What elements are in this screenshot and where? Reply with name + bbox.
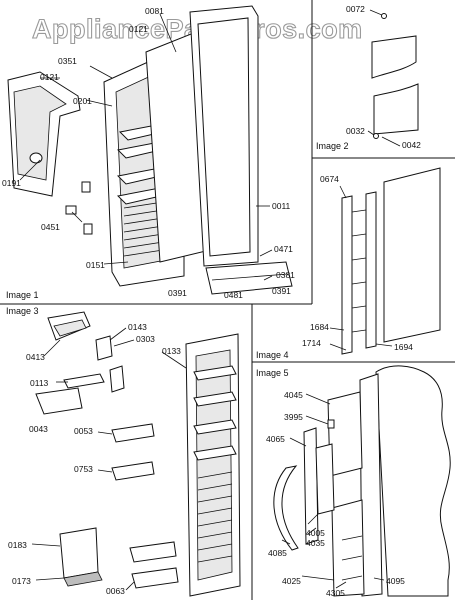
label-0043: 0043 xyxy=(29,424,48,434)
label-0113: 0113 xyxy=(30,378,49,388)
label-0201: 0201 xyxy=(73,96,92,106)
bottom-trim xyxy=(205,261,293,295)
label-1694: 1694 xyxy=(394,342,413,352)
image3-title: Image 3 xyxy=(6,306,39,316)
label-0151: 0151 xyxy=(86,260,105,270)
label-0042: 0042 xyxy=(402,140,421,150)
label-4305: 4305 xyxy=(326,588,345,598)
door-bin-0753 xyxy=(111,461,155,481)
label-0451: 0451 xyxy=(41,222,60,232)
label-0143: 0143 xyxy=(128,322,147,332)
label-0081: 0081 xyxy=(145,6,164,16)
label-0063: 0063 xyxy=(106,586,125,596)
gasket-corner-lower xyxy=(373,83,419,135)
label-0674: 0674 xyxy=(320,174,339,184)
label-0381: 0381 xyxy=(276,270,295,280)
label-0053: 0053 xyxy=(74,426,93,436)
label-0011: 0011 xyxy=(272,201,291,211)
spring-clip xyxy=(65,205,77,215)
label-0191: 0191 xyxy=(2,178,21,188)
door-handle xyxy=(273,465,299,551)
door-bin-0053 xyxy=(111,423,155,443)
label-1684: 1684 xyxy=(310,322,329,332)
label-1714: 1714 xyxy=(302,338,321,348)
door-bin-0063a xyxy=(129,541,177,563)
image1-parts xyxy=(7,5,293,295)
label-0133: 0133 xyxy=(162,346,181,356)
freezer-lower-grid xyxy=(197,471,233,563)
freezer-shelves xyxy=(193,365,237,461)
image2-title: Image 2 xyxy=(316,141,349,151)
cabinet-side xyxy=(375,365,451,597)
ice-bin xyxy=(59,527,99,579)
label-0481: 0481 xyxy=(224,290,243,300)
image5-title: Image 5 xyxy=(256,368,289,378)
label-0173: 0173 xyxy=(12,576,31,586)
gasket-corner-upper xyxy=(371,35,417,79)
side-panel xyxy=(383,167,441,343)
label-4035: 4035 xyxy=(306,538,325,548)
label-0072: 0072 xyxy=(346,4,365,14)
label-0753: 0753 xyxy=(74,464,93,474)
vertical-rail xyxy=(303,427,319,545)
rail-rungs xyxy=(351,209,367,333)
image5-parts xyxy=(273,365,451,597)
door-bin-0063b xyxy=(131,567,179,589)
label-4005: 4005 xyxy=(306,528,325,538)
label-4095: 4095 xyxy=(386,576,405,586)
image4-title: Image 4 xyxy=(256,350,289,360)
upper-trim xyxy=(327,391,363,477)
lower-rungs xyxy=(341,535,363,581)
side-rail-back xyxy=(365,191,377,349)
dispenser-switch xyxy=(29,152,43,164)
image4-parts xyxy=(329,167,441,355)
label-4045: 4045 xyxy=(284,390,303,400)
label-4085: 4085 xyxy=(268,548,287,558)
label-0413: 0413 xyxy=(26,352,45,362)
door-bin-0043 xyxy=(35,387,83,415)
label-0121: 0121 xyxy=(40,72,59,82)
label-0032: 0032 xyxy=(346,126,365,136)
label-4025: 4025 xyxy=(282,576,301,586)
shelf-retainer xyxy=(63,373,105,389)
label-0391-right: 0391 xyxy=(272,286,291,296)
label-3995: 3995 xyxy=(284,412,303,422)
lower-trim xyxy=(331,499,365,597)
image1-title: Image 1 xyxy=(6,290,39,300)
image2-parts xyxy=(367,9,419,147)
label-0183: 0183 xyxy=(8,540,27,550)
label-0391-left: 0391 xyxy=(168,288,187,298)
image3-parts xyxy=(31,311,241,597)
side-rail-front xyxy=(341,195,353,355)
label-4065: 4065 xyxy=(266,434,285,444)
label-0121-top: 0121 xyxy=(129,24,148,34)
label-0471: 0471 xyxy=(274,244,293,254)
label-0303: 0303 xyxy=(136,334,155,344)
label-0351: 0351 xyxy=(58,56,77,66)
